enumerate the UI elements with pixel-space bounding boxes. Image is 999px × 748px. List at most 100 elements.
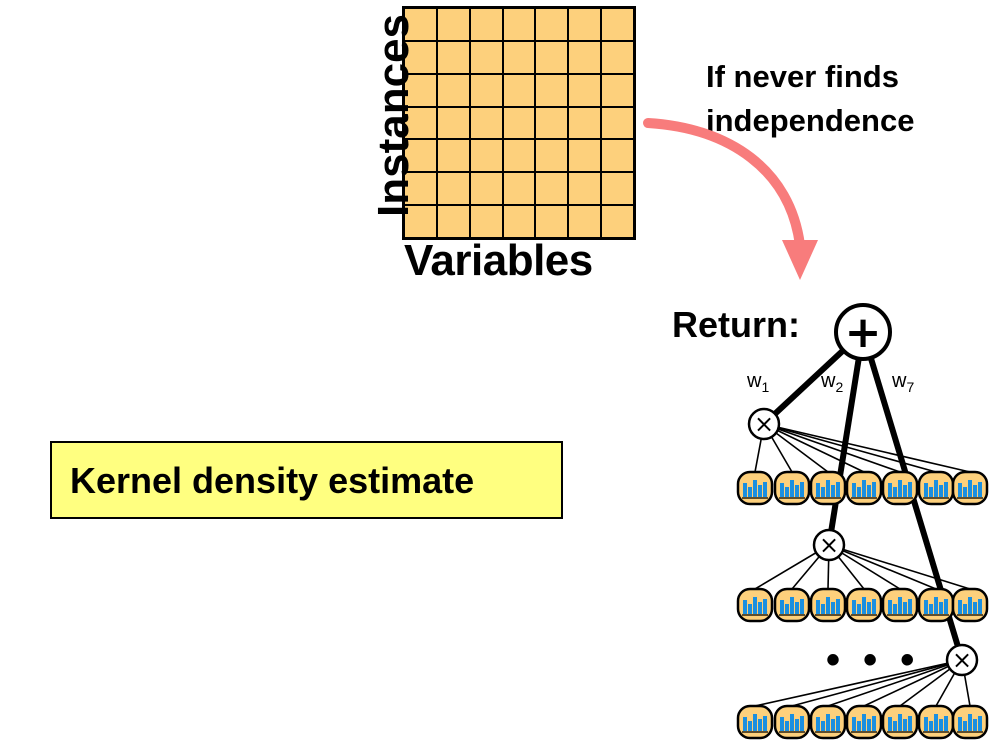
histogram-bar — [857, 721, 861, 731]
histogram-bar — [958, 483, 962, 497]
matrix-cell — [601, 172, 634, 206]
leaf-distribution — [881, 704, 919, 740]
matrix-cell — [568, 8, 602, 41]
matrix-cell — [404, 106, 437, 140]
histogram-bar — [888, 600, 892, 614]
matrix-cell — [568, 106, 602, 140]
histogram-bar — [790, 480, 794, 497]
histogram-bar — [929, 604, 933, 614]
histogram-bar — [785, 604, 789, 614]
return-label: Return: — [672, 304, 800, 345]
histogram-bar — [929, 721, 933, 731]
histogram-bar — [785, 487, 789, 497]
matrix-cell — [502, 106, 536, 140]
matrix-cell — [469, 106, 503, 140]
histogram-bar — [795, 602, 799, 614]
histogram-bar — [924, 600, 928, 614]
histogram-bar — [852, 600, 856, 614]
histogram-bar — [758, 602, 762, 614]
arrow-shaft — [643, 118, 805, 250]
matrix-cell — [568, 40, 602, 74]
matrix-cell — [535, 8, 569, 41]
product-leaf-edge — [763, 423, 971, 473]
histogram-bar — [944, 482, 948, 497]
histogram-bar — [743, 600, 747, 614]
leaf-distribution — [773, 470, 811, 506]
leaf-distribution — [736, 704, 774, 740]
weight-1-sub: 1 — [761, 379, 770, 395]
histogram-bar — [903, 602, 907, 614]
matrix-cell — [601, 139, 634, 173]
note-line-1: If never finds — [706, 59, 899, 94]
matrix-cell — [436, 205, 470, 238]
histogram-bar — [758, 719, 762, 731]
independence-note: If never finds independence — [706, 55, 914, 143]
matrix-cell — [404, 8, 437, 41]
histogram-bar — [857, 487, 861, 497]
histogram-bar — [831, 485, 835, 497]
product-node — [747, 407, 781, 441]
matrix-cell — [568, 172, 602, 206]
matrix-cell — [502, 40, 536, 74]
matrix-cell — [469, 172, 503, 206]
histogram-bar — [968, 714, 972, 731]
histogram-bar — [903, 719, 907, 731]
matrix-cell — [568, 205, 602, 238]
histogram-bar — [780, 717, 784, 731]
leaf-distribution — [809, 587, 847, 623]
histogram-bar — [821, 604, 825, 614]
matrix-cell — [404, 40, 437, 74]
histogram-bar — [872, 599, 876, 614]
histogram-bar — [872, 482, 876, 497]
leaf-distribution — [809, 704, 847, 740]
histogram-bar — [795, 485, 799, 497]
histogram-bar — [821, 721, 825, 731]
histogram-bar — [888, 717, 892, 731]
histogram-bar — [826, 714, 830, 731]
matrix-cell — [436, 106, 470, 140]
matrix-cell — [601, 73, 634, 107]
histogram-bar — [831, 602, 835, 614]
product-leaf-edge — [827, 659, 963, 707]
matrix-cell — [436, 73, 470, 107]
histogram-bar — [753, 597, 757, 614]
matrix-cell — [469, 139, 503, 173]
histogram-bar — [831, 719, 835, 731]
histogram-bar — [978, 482, 982, 497]
histogram-bar — [939, 485, 943, 497]
leaf-distribution — [845, 470, 883, 506]
histogram-bar — [743, 717, 747, 731]
leaf-distribution — [881, 587, 919, 623]
histogram-bar — [790, 714, 794, 731]
nodes: ×××+ — [736, 303, 989, 740]
independence-arrow — [643, 118, 818, 280]
kde-highlight-box — [50, 441, 563, 519]
histogram-bar — [800, 482, 804, 497]
histogram-bar — [893, 604, 897, 614]
product-leaf-edge — [763, 423, 901, 473]
histogram-bar — [821, 487, 825, 497]
leaf-distribution — [917, 470, 955, 506]
product-leaf-edge — [791, 659, 963, 707]
leaf-distribution — [917, 704, 955, 740]
histogram-bar — [888, 483, 892, 497]
weight-7-base: w — [892, 370, 907, 392]
edges — [754, 329, 971, 707]
histogram-bar — [968, 597, 972, 614]
histogram-bar — [973, 719, 977, 731]
sum-symbol: + — [845, 307, 882, 358]
histogram-bar — [852, 483, 856, 497]
leaf-distribution — [845, 704, 883, 740]
matrix-cell — [502, 205, 536, 238]
histogram-bar — [908, 482, 912, 497]
weight-2-base: w — [821, 370, 836, 392]
histogram-bar — [968, 480, 972, 497]
matrix-cell — [535, 40, 569, 74]
matrix-cell — [404, 73, 437, 107]
product-symbol: × — [952, 646, 972, 674]
leaf-distribution — [845, 587, 883, 623]
weight-7-sub: 7 — [906, 379, 915, 395]
kde-label: Kernel density estimate — [70, 460, 475, 501]
matrix-cell — [404, 139, 437, 173]
